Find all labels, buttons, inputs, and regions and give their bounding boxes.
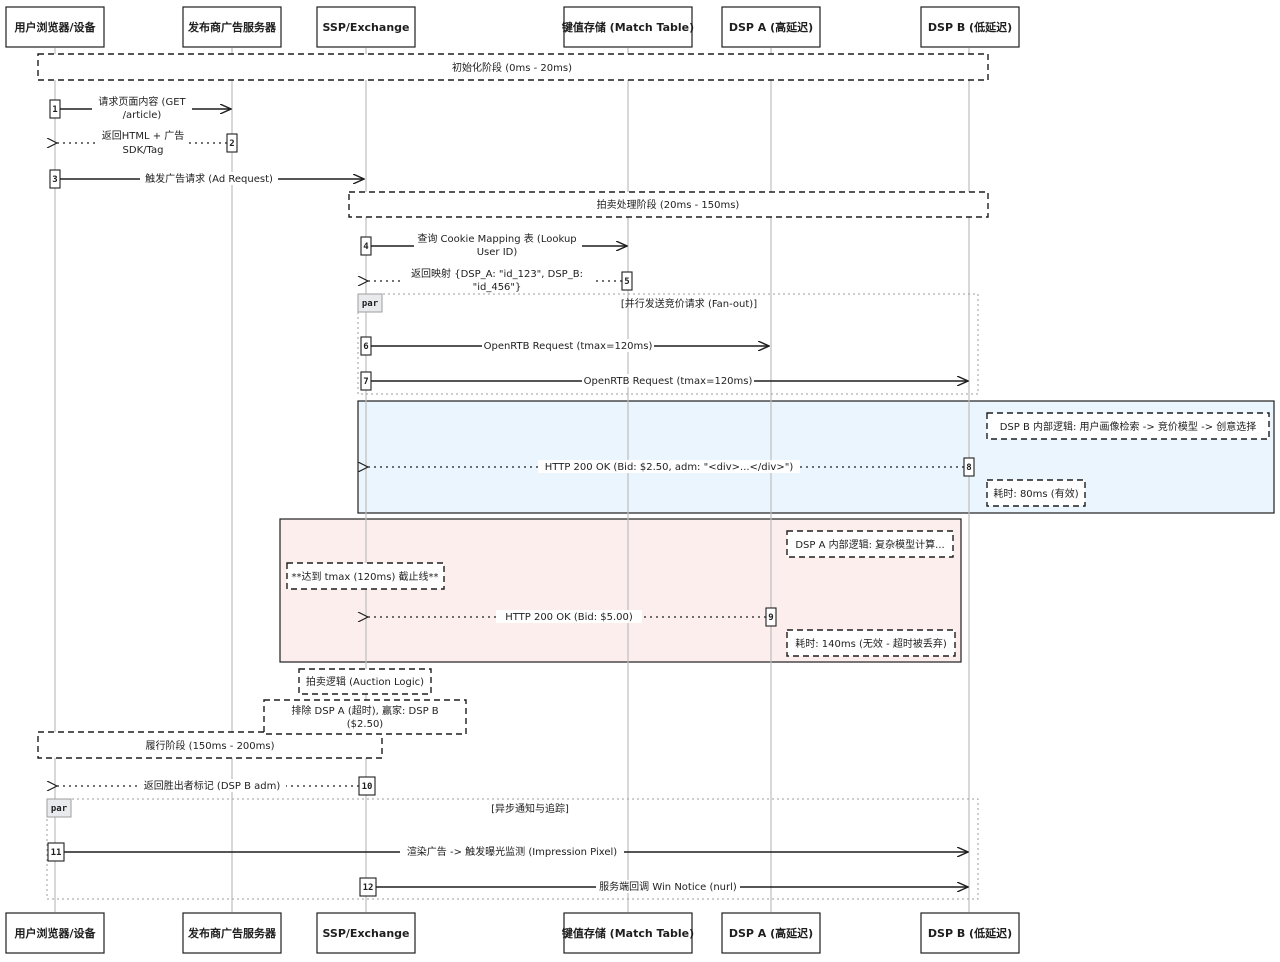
message-label: 返回映射 {DSP_A: "id_123", DSP_B: [411,268,583,280]
actor-kv-top[interactable]: 键值存储 (Match Table) [561,6,694,48]
actor-dspb-bottom[interactable]: DSP B (低延迟) [920,912,1020,954]
message-label: 触发广告请求 (Ad Request) [145,172,273,185]
message-1: 请求页面内容 (GET /article) 1 [49,95,231,121]
actor-label: 发布商广告服务器 [187,20,277,34]
par-tag: par [362,299,379,309]
par-title: [异步通知与追踪] [491,802,569,815]
note-dspb-time: 耗时: 80ms (有效) [986,479,1086,507]
actor-publisher-bottom[interactable]: 发布商广告服务器 [182,912,282,954]
actor-ssp-bottom[interactable]: SSP/Exchange [316,912,416,954]
actor-label: 键值存储 (Match Table) [561,926,694,940]
par-tag: par [51,804,68,814]
message-label: 返回胜出者标记 (DSP B adm) [144,779,281,792]
actor-browser-top[interactable]: 用户浏览器/设备 [5,6,105,48]
message-4: 查询 Cookie Mapping 表 (Lookup User ID) 4 [360,232,627,258]
message-number: 2 [229,139,234,149]
actor-label: 键值存储 (Match Table) [561,20,694,34]
actor-browser-bottom[interactable]: 用户浏览器/设备 [5,912,105,954]
message-label: User ID) [477,247,518,258]
actor-label: 用户浏览器/设备 [14,20,96,34]
message-8: HTTP 200 OK (Bid: $2.50, adm: "<div>...<… [368,457,975,477]
actor-label: DSP A (高延迟) [729,20,813,34]
note-tmax-deadline: **达到 tmax (120ms) 截止线** [286,562,445,590]
actor-label: DSP A (高延迟) [729,926,813,940]
note-text: 耗时: 140ms (无效 - 超时被丢弃) [795,637,947,650]
actor-kv-bottom[interactable]: 键值存储 (Match Table) [561,912,694,954]
message-label: 服务端回调 Win Notice (nurl) [599,880,737,893]
actor-dspa-bottom[interactable]: DSP A (高延迟) [721,912,821,954]
message-10: 返回胜出者标记 (DSP B adm) 10 [57,776,376,796]
message-number: 11 [51,848,62,858]
message-number: 4 [363,242,369,252]
message-7: OpenRTB Request (tmax=120ms) 7 [360,371,968,391]
par-block-async: par [异步通知与追踪] [46,798,979,900]
message-number: 7 [363,377,368,387]
note-text: ($2.50) [347,719,384,730]
note-dspa-logic: DSP A 内部逻辑: 复杂模型计算... [786,530,954,558]
message-label: /article) [123,110,162,121]
message-label: 请求页面内容 (GET [98,95,186,108]
message-label: "id_456"} [473,282,522,293]
par-title: [并行发送竞价请求 (Fan-out)] [621,297,757,310]
actor-label: SSP/Exchange [323,21,410,34]
note-text: **达到 tmax (120ms) 截止线** [291,570,438,583]
note-auction-result: 排除 DSP A (超时), 赢家: DSP B ($2.50) [263,699,467,735]
message-number: 5 [624,277,629,287]
phase-auction-label: 拍卖处理阶段 (20ms - 150ms) [597,198,740,211]
phase-auction-note: 拍卖处理阶段 (20ms - 150ms) [348,191,989,218]
message-12: 服务端回调 Win Notice (nurl) 12 [359,877,968,897]
note-dspb-logic: DSP B 内部逻辑: 用户画像检索 -> 竞价模型 -> 创意选择 [986,412,1270,440]
actor-label: DSP B (低延迟) [928,20,1012,34]
note-dspa-time: 耗时: 140ms (无效 - 超时被丢弃) [786,629,956,657]
message-label: SDK/Tag [123,145,164,156]
note-text: 耗时: 80ms (有效) [993,487,1078,500]
message-5: 返回映射 {DSP_A: "id_123", DSP_B: "id_456"} … [368,266,633,293]
actor-dspa-top[interactable]: DSP A (高延迟) [721,6,821,48]
message-label: 渲染广告 -> 触发曝光监测 (Impression Pixel) [407,845,617,858]
note-text: 排除 DSP A (超时), 赢家: DSP B [291,704,438,717]
phase-fulfill-label: 履行阶段 (150ms - 200ms) [145,739,274,752]
message-number: 1 [52,105,57,115]
note-text: 拍卖逻辑 (Auction Logic) [306,675,424,688]
message-9: HTTP 200 OK (Bid: $5.00) 9 [368,607,777,627]
phase-fulfill-note: 履行阶段 (150ms - 200ms) [37,731,383,759]
actor-label: SSP/Exchange [323,927,410,940]
par-block-fanout: par [并行发送竞价请求 (Fan-out)] [357,293,979,395]
actor-label: 发布商广告服务器 [187,926,277,940]
note-auction-logic: 拍卖逻辑 (Auction Logic) [298,668,432,695]
actor-dspb-top[interactable]: DSP B (低延迟) [920,6,1020,48]
message-6: OpenRTB Request (tmax=120ms) 6 [360,336,769,356]
message-3: 触发广告请求 (Ad Request) 3 [49,169,364,189]
message-number: 10 [362,782,373,792]
actor-ssp-top[interactable]: SSP/Exchange [316,6,416,48]
actor-label: 用户浏览器/设备 [14,926,96,940]
note-text: DSP B 内部逻辑: 用户画像检索 -> 竞价模型 -> 创意选择 [1000,420,1257,433]
message-11: 渲染广告 -> 触发曝光监测 (Impression Pixel) 11 [47,842,968,862]
message-2: 返回HTML + 广告 SDK/Tag 2 [57,129,238,157]
message-label: HTTP 200 OK (Bid: $5.00) [505,612,633,623]
message-label: HTTP 200 OK (Bid: $2.50, adm: "<div>...<… [545,462,794,473]
message-label: OpenRTB Request (tmax=120ms) [484,341,653,352]
message-label: OpenRTB Request (tmax=120ms) [584,376,753,387]
actor-label: DSP B (低延迟) [928,926,1012,940]
actor-publisher-top[interactable]: 发布商广告服务器 [182,6,282,48]
phase-init-note: 初始化阶段 (0ms - 20ms) [37,53,989,81]
phase-init-label: 初始化阶段 (0ms - 20ms) [452,61,572,74]
message-label: 返回HTML + 广告 [102,129,185,142]
message-number: 6 [363,342,368,352]
message-number: 8 [966,463,971,473]
message-number: 12 [363,883,374,893]
message-number: 9 [768,613,773,623]
message-label: 查询 Cookie Mapping 表 (Lookup [417,232,576,245]
message-number: 3 [52,175,57,185]
note-text: DSP A 内部逻辑: 复杂模型计算... [795,538,944,551]
